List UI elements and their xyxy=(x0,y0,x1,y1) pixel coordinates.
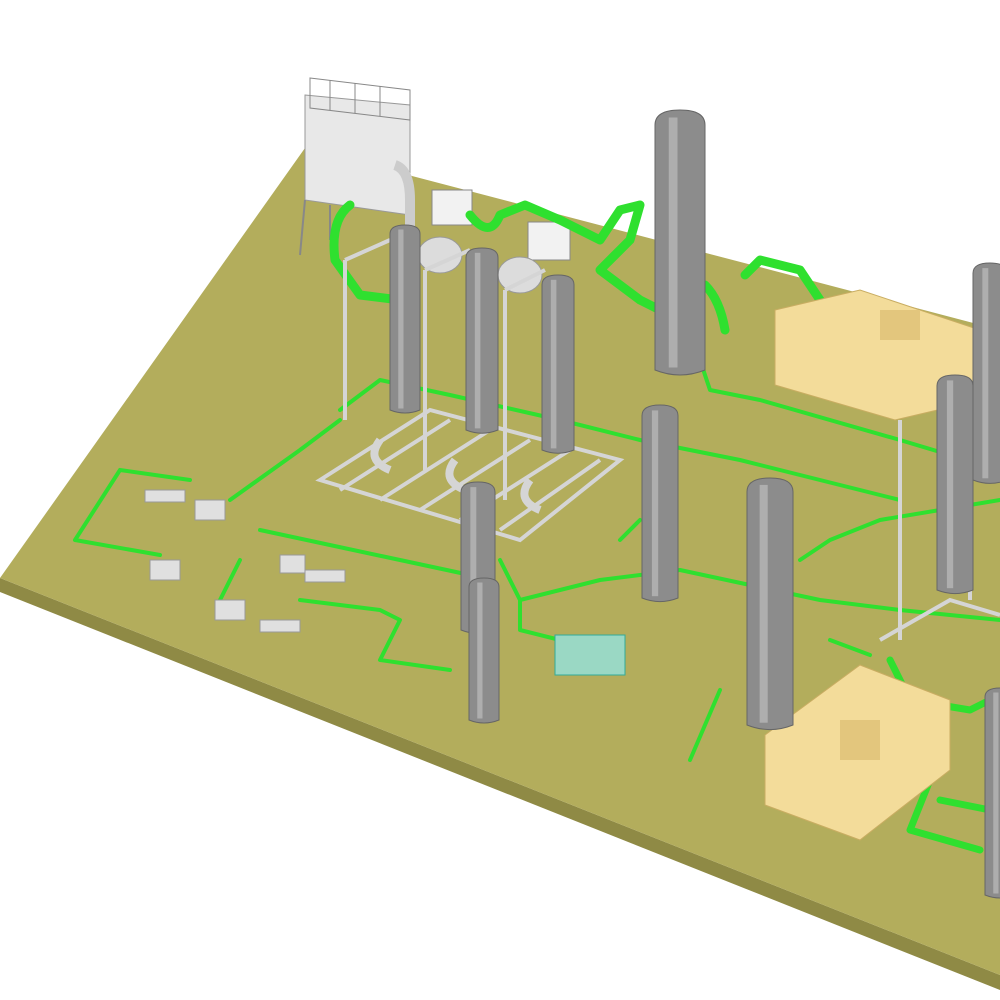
vessel xyxy=(641,404,679,603)
vessel xyxy=(984,687,1000,899)
pipe-run xyxy=(228,418,472,577)
green-pipe-network xyxy=(73,200,1000,854)
vessel xyxy=(746,477,794,731)
pipe-run xyxy=(329,200,405,305)
pipe-run xyxy=(465,200,665,315)
pipe-run xyxy=(698,358,1000,472)
pump-skids xyxy=(144,489,626,676)
process-vessels xyxy=(389,109,1000,899)
pipe-run xyxy=(618,518,872,657)
vessel xyxy=(972,262,1000,484)
pipe-run xyxy=(218,558,452,672)
vessel xyxy=(468,577,500,724)
pipe-run xyxy=(73,468,192,557)
vessel xyxy=(654,109,706,376)
baghouse-structure xyxy=(299,77,415,256)
pipe-run xyxy=(700,255,825,335)
yellow-equipment-packages xyxy=(764,289,981,841)
vessel xyxy=(389,224,421,414)
floor-side xyxy=(0,578,1000,990)
vessel xyxy=(541,274,575,454)
vessel xyxy=(465,247,499,434)
vessel xyxy=(936,374,974,595)
